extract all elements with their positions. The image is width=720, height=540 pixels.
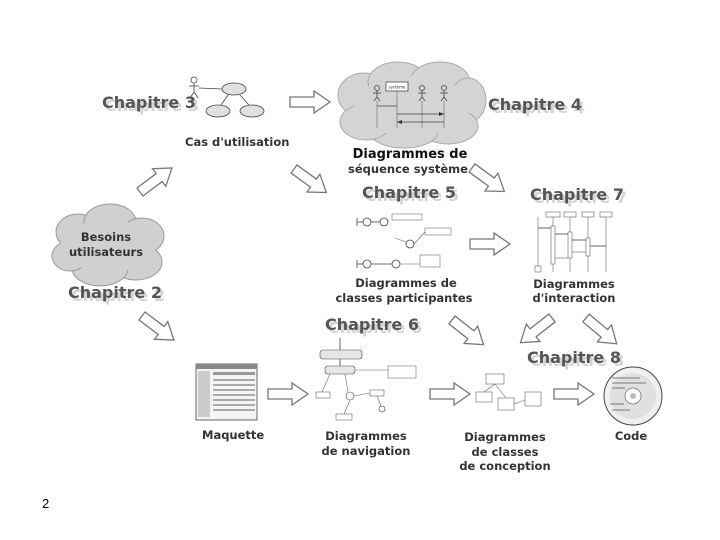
svg-text:Chapitre 7: Chapitre 7	[530, 185, 624, 204]
conception-line-3: de conception	[459, 459, 550, 473]
navigation-line-1: Diagrammes	[325, 429, 407, 443]
svg-text:Chapitre 5: Chapitre 5	[362, 183, 456, 202]
chapter-2-title: Chapitre 2 Chapitre 2	[68, 283, 165, 305]
svg-text:Chapitre 3: Chapitre 3	[102, 93, 196, 112]
chapter-7-title: Chapitre 7 Chapitre 7	[530, 185, 627, 207]
use-case-thumbnail	[189, 76, 265, 118]
sequence-systeme-line-1: Diagrammes de	[353, 147, 468, 162]
arrow-ch5-to-ch8	[448, 315, 485, 346]
arrow-besoins-to-cas	[136, 167, 173, 197]
arrow-cas-to-ch5	[290, 164, 328, 194]
sequence-systeme-line-2: séquence système	[348, 162, 468, 176]
besoins-line-2: utilisateurs	[69, 245, 143, 259]
classes-participantes-line-2: classes participantes	[335, 291, 472, 305]
svg-text:Chapitre 8: Chapitre 8	[527, 348, 621, 367]
conception-line-1: Diagrammes	[464, 430, 546, 444]
sequence-actor-3	[440, 85, 448, 128]
maquette-thumbnail	[195, 363, 258, 421]
page-number: 2	[42, 496, 50, 511]
maquette-label: Maquette	[202, 428, 264, 442]
arrow-besoins-to-maquette	[138, 311, 175, 341]
chapter-5-title: Chapitre 5 Chapitre 5	[362, 183, 459, 205]
classes-participantes-thumbnail	[356, 213, 452, 269]
svg-text:Chapitre 3: Chapitre 3	[105, 96, 199, 115]
svg-text:Chapitre 5: Chapitre 5	[365, 186, 459, 205]
classes-participantes-line-1: Diagrammes de	[355, 276, 457, 290]
conception-thumbnail	[475, 373, 542, 411]
chapter-6-title: Chapitre 6 Chapitre 6	[325, 315, 422, 337]
svg-text:Chapitre 8: Chapitre 8	[530, 351, 624, 370]
arrow-ch5-to-ch7	[469, 231, 512, 257]
interaction-line-2: d'interaction	[533, 291, 616, 305]
besoins-cloud: Besoins utilisateurs	[51, 203, 165, 287]
code-label: Code	[615, 429, 648, 443]
flow-arrows	[136, 89, 618, 407]
svg-text:Chapitre 2: Chapitre 2	[71, 286, 165, 305]
svg-text:Chapitre 6: Chapitre 6	[325, 315, 419, 334]
arrow-conception-to-code	[553, 381, 596, 407]
arrow-sequence-to-ch7	[468, 163, 506, 193]
svg-text:Chapitre 4: Chapitre 4	[491, 98, 585, 117]
svg-text:Chapitre 7: Chapitre 7	[533, 188, 627, 207]
conception-line-2: de classes	[472, 445, 539, 459]
sequence-system-cloud: système	[337, 61, 487, 149]
besoins-line-1: Besoins	[81, 230, 131, 244]
cas-utilisation-label: Cas d'utilisation	[185, 135, 289, 149]
arrow-navigation-to-conception	[429, 381, 472, 407]
interaction-thumbnail	[534, 211, 613, 273]
chapter-8-title: Chapitre 8 Chapitre 8	[527, 348, 624, 370]
interaction-line-1: Diagrammes	[533, 277, 615, 291]
arrow-maquette-to-navigation	[267, 381, 310, 407]
chapter-3-title: Chapitre 3 Chapitre 3	[102, 93, 199, 115]
navigation-line-2: de navigation	[322, 444, 411, 458]
svg-text:Chapitre 2: Chapitre 2	[68, 283, 162, 302]
svg-text:Chapitre 6: Chapitre 6	[328, 318, 422, 337]
svg-text:Chapitre 4: Chapitre 4	[488, 95, 582, 114]
code-cd-icon	[603, 366, 663, 426]
chapter-4-title: Chapitre 4 Chapitre 4	[488, 95, 585, 117]
sequence-actor-1	[373, 85, 381, 128]
arrow-cas-to-sequence	[289, 89, 332, 115]
navigation-thumbnail	[315, 338, 417, 421]
arrow-ch7-to-code	[581, 313, 618, 345]
sequence-actor-2	[418, 85, 426, 128]
arrow-ch7-to-ch8	[519, 313, 556, 344]
sequence-thumbnail-label: système	[389, 85, 406, 90]
